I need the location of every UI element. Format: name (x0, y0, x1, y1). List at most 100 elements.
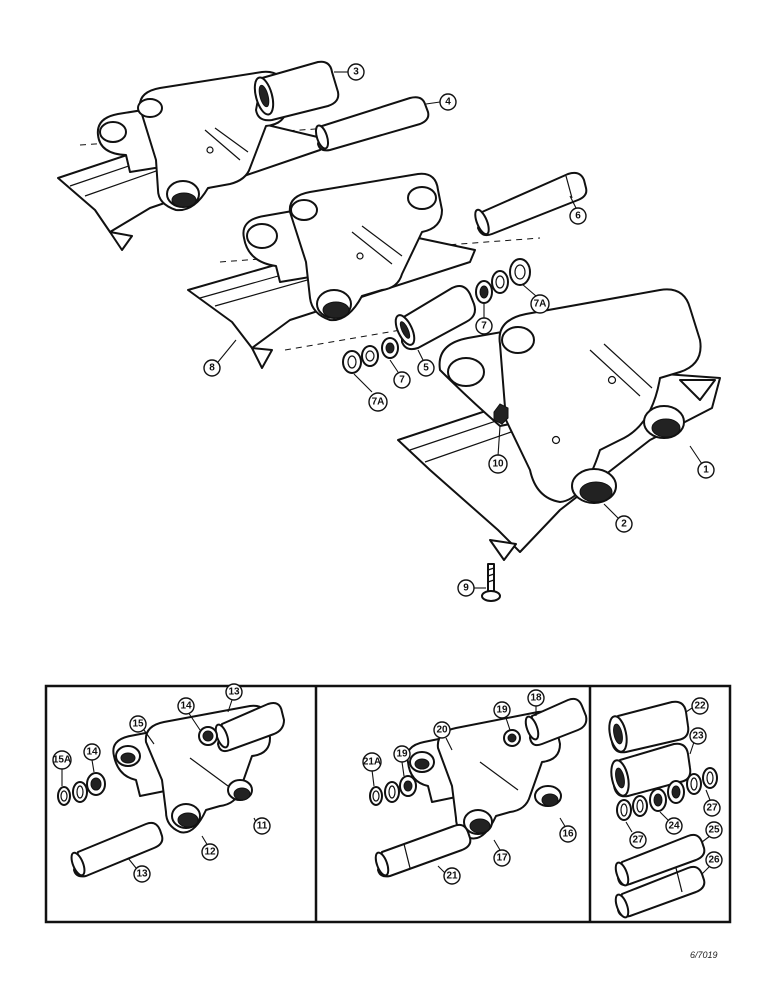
svg-text:7: 7 (399, 375, 405, 386)
svg-text:21A: 21A (363, 757, 381, 768)
svg-text:20: 20 (436, 725, 448, 736)
leader (217, 339, 237, 363)
svg-text:14: 14 (86, 747, 98, 758)
panel-1-link-assembly (57, 699, 285, 878)
parts-panels-frame (44, 684, 732, 924)
svg-text:6: 6 (575, 211, 581, 222)
callout-19-top: 19 (493, 701, 511, 719)
callout-19-left: 19 (393, 745, 411, 763)
callout-23: 23 (689, 727, 707, 745)
callout-18: 18 (527, 689, 545, 707)
svg-text:18: 18 (530, 693, 542, 704)
svg-text:12: 12 (204, 847, 216, 858)
svg-text:13: 13 (228, 687, 240, 698)
svg-text:23: 23 (692, 731, 704, 742)
bushing-part-3 (253, 60, 340, 122)
svg-text:15A: 15A (53, 755, 71, 766)
callout-2: 2 (615, 515, 633, 533)
svg-text:2: 2 (621, 519, 627, 530)
callout-27-right: 27 (703, 799, 721, 817)
svg-text:7: 7 (481, 321, 487, 332)
svg-text:24: 24 (668, 821, 680, 832)
svg-text:5: 5 (423, 363, 429, 374)
callout-5: 5 (417, 359, 435, 377)
panel-2-link-assembly (369, 697, 588, 878)
callout-17: 17 (493, 849, 511, 867)
svg-text:1: 1 (703, 465, 709, 476)
svg-text:21: 21 (446, 871, 458, 882)
callout-7A-left: 7A (368, 392, 388, 412)
svg-text:8: 8 (209, 363, 215, 374)
callout-24: 24 (665, 817, 683, 835)
callout-8: 8 (203, 359, 221, 377)
callout-14-left: 14 (83, 743, 101, 761)
seal-rings-right (475, 258, 531, 304)
callout-7-left: 7 (393, 371, 411, 389)
svg-text:26: 26 (708, 855, 720, 866)
svg-text:22: 22 (694, 701, 706, 712)
callout-1: 1 (697, 461, 715, 479)
svg-text:3: 3 (353, 67, 359, 78)
bolt-part-9 (481, 563, 501, 602)
svg-text:14: 14 (180, 701, 192, 712)
svg-text:17: 17 (496, 853, 508, 864)
figure-code: 6/7019 (690, 950, 718, 960)
callout-10: 10 (488, 454, 508, 474)
callout-22: 22 (691, 697, 709, 715)
callout-4: 4 (439, 93, 457, 111)
bushing-part-5 (394, 285, 476, 351)
svg-text:15: 15 (132, 719, 144, 730)
svg-text:11: 11 (257, 821, 268, 832)
leader (425, 101, 441, 105)
leader (497, 425, 501, 457)
svg-text:25: 25 (708, 825, 720, 836)
svg-text:7A: 7A (534, 299, 547, 310)
svg-text:19: 19 (496, 705, 508, 716)
callout-26: 26 (705, 851, 723, 869)
nut-part-10 (493, 403, 509, 425)
callout-13-top: 13 (225, 683, 243, 701)
track-assembly-upper (57, 60, 721, 602)
callout-11: 11 (253, 817, 271, 835)
svg-text:27: 27 (706, 803, 718, 814)
callout-25: 25 (705, 821, 723, 839)
track-link-pair-middle (242, 172, 443, 322)
leader (603, 503, 619, 519)
svg-text:27: 27 (632, 835, 644, 846)
callout-27-left: 27 (629, 831, 647, 849)
alignment-line (219, 237, 541, 263)
callout-21: 21 (443, 867, 461, 885)
callout-3: 3 (347, 63, 365, 81)
leader (689, 445, 703, 465)
callout-12: 12 (201, 843, 219, 861)
track-link-pair-rear (96, 70, 287, 212)
svg-text:16: 16 (562, 829, 574, 840)
callout-7-right: 7 (475, 317, 493, 335)
svg-text:13: 13 (136, 869, 148, 880)
callout-14-top: 14 (177, 697, 195, 715)
svg-text:7A: 7A (372, 397, 385, 408)
callout-21A: 21A (362, 752, 382, 772)
callout-16: 16 (559, 825, 577, 843)
seal-rings-left (342, 337, 399, 374)
svg-text:19: 19 (396, 749, 408, 760)
leader (353, 373, 373, 393)
leader (521, 283, 537, 297)
callout-9: 9 (457, 579, 475, 597)
callout-15A: 15A (52, 750, 72, 770)
leader (389, 359, 399, 373)
svg-text:4: 4 (445, 97, 451, 108)
svg-text:10: 10 (492, 459, 504, 470)
callout-13-bottom: 13 (133, 865, 151, 883)
track-link-pair-front (438, 288, 702, 504)
panel-3-parts (608, 700, 718, 919)
callout-20: 20 (433, 721, 451, 739)
callout-15: 15 (129, 715, 147, 733)
svg-text:9: 9 (463, 583, 469, 594)
callout-6: 6 (569, 207, 587, 225)
pin-part-6 (474, 171, 588, 237)
callout-7A-right: 7A (530, 294, 550, 314)
leader (569, 195, 577, 209)
pin-part-4 (314, 96, 430, 152)
